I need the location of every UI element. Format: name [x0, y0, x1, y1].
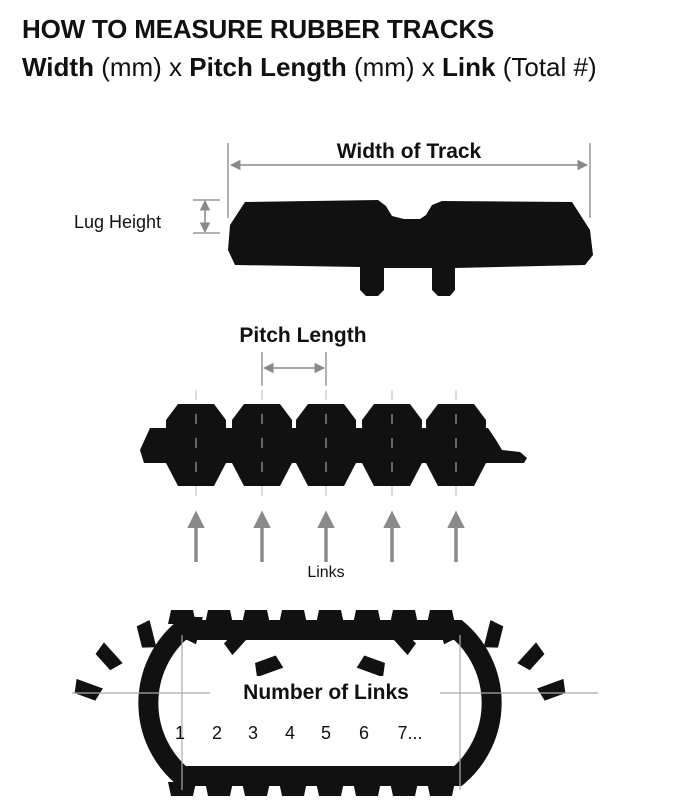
track-side-view: Pitch Length Links — [140, 324, 527, 581]
loop-tooth-shape — [74, 678, 103, 701]
loop-band — [138, 620, 502, 786]
links-label: Links — [307, 564, 344, 581]
loop-tooth-shape — [136, 620, 157, 648]
loop-tooth-shape — [483, 620, 504, 648]
loop-tooth-shape — [356, 655, 385, 678]
link-center-lines — [195, 390, 457, 500]
link-number: 6 — [359, 723, 369, 743]
loop-tooth-shape — [517, 642, 545, 671]
number-of-links-label: Number of Links — [243, 681, 409, 704]
loop-tooth — [517, 642, 545, 671]
loop-teeth — [74, 610, 566, 796]
formula-pitch: Pitch Length — [189, 52, 347, 82]
formula-link: Link — [442, 52, 496, 82]
loop-tooth — [483, 620, 504, 648]
link-number: 2 — [212, 723, 222, 743]
link-arrows — [187, 510, 465, 562]
track-cross-section: Width of Track Lug Height — [74, 140, 593, 296]
loop-tooth — [537, 678, 566, 701]
page-title: HOW TO MEASURE RUBBER TRACKS — [22, 14, 495, 44]
loop-tooth — [74, 678, 103, 701]
loop-tooth — [356, 655, 385, 678]
pitch-length-label: Pitch Length — [239, 324, 366, 347]
formula-width: Width — [22, 52, 94, 82]
link-numbers: 1 2 3 4 5 6 7... — [175, 723, 423, 743]
formula-pitch-unit: (mm) x — [346, 52, 443, 82]
link-number: 1 — [175, 723, 185, 743]
link-number: 4 — [285, 723, 295, 743]
link-number: 5 — [321, 723, 331, 743]
loop-tooth-shape — [255, 655, 284, 678]
formula-link-unit: (Total #) — [495, 52, 597, 82]
link-number: 7... — [397, 723, 422, 743]
loop-tooth — [136, 620, 157, 648]
track-profile — [228, 200, 593, 296]
loop-tooth — [95, 642, 123, 671]
measurement-formula: Width (mm) x Pitch Length (mm) x Link (T… — [22, 52, 597, 83]
formula-width-unit: (mm) x — [93, 52, 190, 82]
track-loop: Number of Links 1 2 3 4 5 6 7... — [72, 610, 598, 796]
loop-tooth — [255, 655, 284, 678]
link-number: 3 — [248, 723, 258, 743]
loop-label-backdrop — [210, 676, 440, 710]
loop-tooth-shape — [95, 642, 123, 671]
width-of-track-label: Width of Track — [337, 140, 482, 163]
lug-height-label: Lug Height — [74, 212, 161, 232]
loop-tooth-shape — [537, 678, 566, 701]
